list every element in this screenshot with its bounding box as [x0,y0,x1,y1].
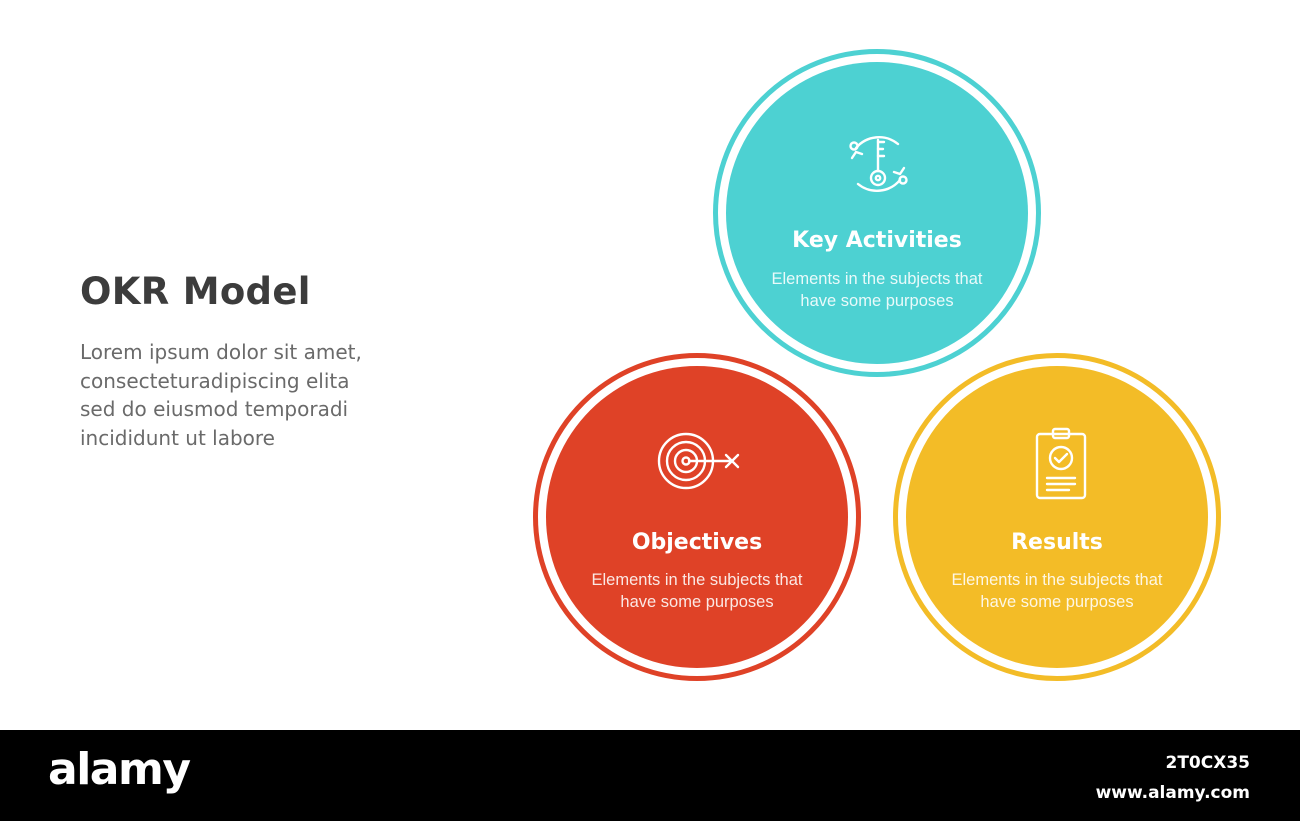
description: Lorem ipsum dolor sit amet, consectetura… [80,338,440,452]
clipboard-check-icon [1035,427,1087,500]
site-url: www.alamy.com [1095,783,1250,803]
brand-logo: alamy [48,744,191,795]
key-activities-fill [726,62,1028,364]
description-line: sed do eiusmod temporadi [80,397,349,421]
diagram-canvas: OKR Model Lorem ipsum dolor sit amet, co… [80,49,1221,681]
results-circle: Results Elements in the subjects that ha… [893,353,1221,681]
footer-bar: alamy 2T0CX35 www.alamy.com [0,730,1300,821]
objectives-circle: Objectives Elements in the subjects that… [533,353,861,681]
footer-info: 2T0CX35 www.alamy.com [1096,748,1250,808]
image-id: 2T0CX35 [1165,753,1251,773]
key-activities-text-line: Elements in the subjects that [771,270,983,288]
objectives-fill [546,366,848,668]
results-label: Results [1011,530,1103,555]
key-activities-circle: Key Activities Elements in the subjects … [713,49,1041,377]
key-activities-text: Elements in the subjects that have some … [718,268,1036,312]
objectives-text-line: Elements in the subjects that [591,571,803,589]
results-text: Elements in the subjects that have some … [898,569,1216,613]
target-icon [657,432,740,490]
description-line: consecteturadipiscing elita [80,368,350,393]
description-line: incididunt ut labore [80,425,275,450]
page-title: OKR Model [80,270,311,313]
results-fill [906,366,1208,668]
objectives-text-line: have some purposes [620,593,774,611]
objectives-label: Objectives [631,530,763,555]
objectives-text: Elements in the subjects that have some … [538,569,856,613]
key-cycle-icon [849,136,908,192]
key-activities-label: Key Activities [792,228,962,253]
results-text-line: have some purposes [980,593,1134,611]
description-line: Lorem ipsum dolor sit amet, [80,340,362,364]
results-text-line: Elements in the subjects that [951,571,1163,589]
key-activities-text-line: have some purposes [800,292,954,310]
